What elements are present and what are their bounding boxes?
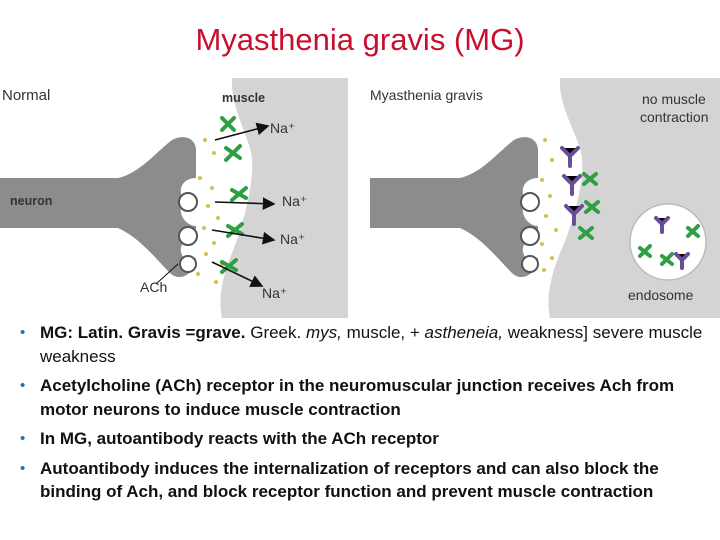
endosome (629, 203, 707, 281)
normal-neuron-label: neuron (10, 194, 52, 208)
bullet-item: • In MG, autoantibody reacts with the ACh… (18, 427, 708, 451)
bullet-1-text-b: muscle, + (341, 323, 425, 342)
no-contraction-line2: contraction (640, 109, 708, 125)
na-label-4: Na⁺ (262, 285, 287, 301)
bullet-dot: • (20, 377, 26, 394)
bullet-1-italic-b: astheneia, (424, 323, 503, 342)
normal-ach-dots (196, 138, 224, 284)
bullet-2-text: Acetylcholine (ACh) receptor in the neur… (40, 376, 675, 419)
na-label-2: Na⁺ (282, 193, 307, 209)
bullet-dot: • (20, 459, 26, 477)
normal-neuron (0, 137, 196, 278)
na-label-3: Na⁺ (280, 231, 305, 247)
mg-receptors (578, 172, 600, 240)
bullet-1-text-c: weakness] severe muscle weakness (40, 323, 703, 366)
mg-antibodies (560, 146, 584, 226)
bullet-dot: • (20, 324, 26, 341)
mg-panel: Myasthenia gravis no muscle contraction … (362, 78, 720, 318)
bullet-item: • Acetylcholine (ACh) receptor in the neu… (18, 374, 708, 421)
bullet-4-text: Autoantibody induces the internalization… (40, 458, 659, 502)
mg-title: Myasthenia gravis (370, 87, 483, 103)
bullet-3-text: In MG, autoantibody reacts with the ACh … (40, 429, 439, 448)
mg-neuron (370, 137, 538, 278)
mg-ach-dots (540, 138, 558, 272)
normal-muscle-label: muscle (222, 91, 265, 105)
bullet-1-italic-a: mys, (305, 323, 342, 342)
bullet-1-text-a: Greek. (245, 323, 306, 342)
na-label-1: Na⁺ (270, 120, 295, 136)
ach-label: ACh (140, 279, 167, 295)
bullet-dot: • (20, 430, 26, 447)
no-contraction-line1: no muscle (642, 91, 706, 107)
bullet-item: • MG: Latin. Gravis =grave. Greek. mys, m… (18, 321, 708, 368)
bullet-1-bold: MG: Latin. Gravis =grave. (40, 323, 246, 342)
bullet-item: • Autoantibody induces the internalizatio… (18, 457, 708, 504)
normal-title: Normal (2, 87, 50, 104)
mg-diagram: Normal muscle neuron ACh Na⁺ Na⁺ Na⁺ Na⁺ (0, 78, 720, 318)
normal-receptors (220, 116, 248, 274)
normal-muscle (220, 78, 348, 318)
bullet-list: • MG: Latin. Gravis =grave. Greek. mys, m… (18, 321, 708, 510)
endosome-label: endosome (628, 287, 694, 303)
slide-title: Myasthenia gravis (MG) (195, 22, 525, 57)
normal-panel: Normal muscle neuron ACh Na⁺ Na⁺ Na⁺ Na⁺ (0, 78, 348, 318)
